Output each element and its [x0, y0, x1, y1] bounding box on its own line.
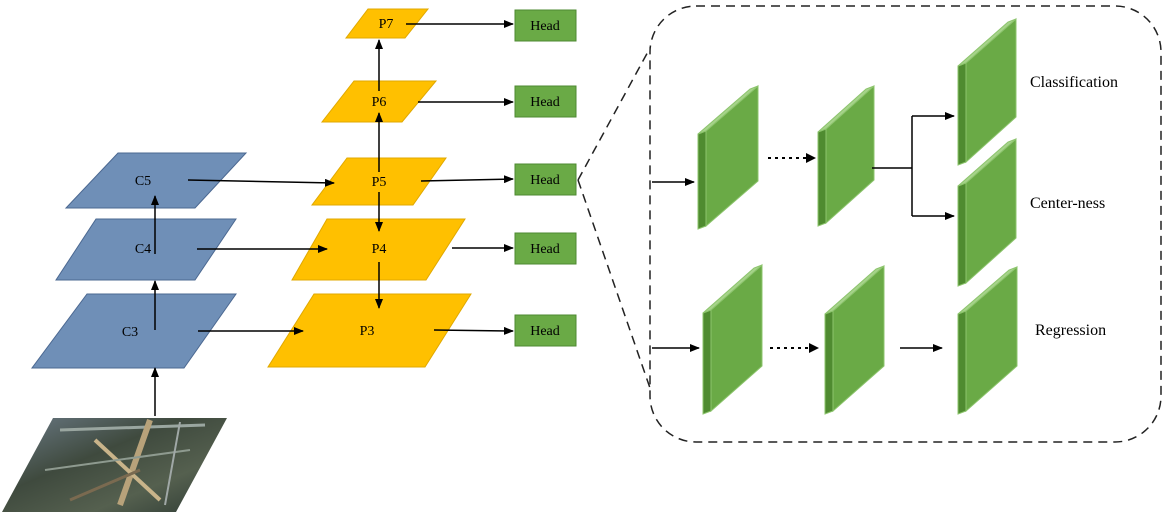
fpn-p3-label: P3	[360, 324, 375, 339]
reg-branch-block-1	[702, 263, 763, 415]
centerness-label: Center-ness	[1030, 195, 1105, 212]
head-arrows	[406, 20, 514, 335]
classification-label: Classification	[1030, 74, 1118, 91]
cls-branch-block-1	[697, 84, 759, 230]
head-p5: Head	[514, 163, 577, 196]
backbone-c4: C4	[55, 218, 237, 281]
backbone-c5-label: C5	[135, 174, 151, 189]
centerness-output-block	[957, 137, 1017, 287]
fpn-p7-label: P7	[379, 17, 394, 32]
head-p7: Head	[514, 9, 577, 42]
fpn-p6-label: P6	[372, 95, 387, 110]
backbone-c5: C5	[64, 152, 248, 209]
head-p4: Head	[514, 232, 577, 265]
input-image	[2, 418, 227, 512]
head-p6-label: Head	[530, 95, 560, 110]
fpn-p5-label: P5	[372, 175, 387, 190]
head-p6: Head	[514, 85, 577, 118]
head-detail-arrows	[652, 112, 955, 353]
head-detail-box	[649, 5, 1162, 443]
backbone-c3: C3	[31, 293, 237, 369]
regression-output-block	[957, 265, 1018, 415]
backbone-c4-label: C4	[135, 242, 151, 257]
fpn-p5: P5	[311, 157, 447, 206]
fpn-p3: P3	[267, 293, 472, 368]
fpn-p4: P4	[291, 218, 466, 281]
head-p3: Head	[514, 314, 577, 347]
head-p7-label: Head	[530, 19, 560, 34]
zoom-connector	[577, 47, 651, 389]
head-p4-label: Head	[530, 242, 560, 257]
fpn-p4-label: P4	[372, 242, 387, 257]
cls-branch-block-2	[817, 84, 875, 227]
lateral-arrows	[187, 178, 335, 335]
head-p3-label: Head	[530, 324, 560, 339]
fpn-p6: P6	[320, 80, 438, 123]
reg-branch-block-2	[824, 264, 885, 415]
classification-output-block	[957, 17, 1017, 166]
regression-label: Regression	[1035, 322, 1106, 339]
fpn-p7: P7	[344, 8, 430, 39]
head-p5-label: Head	[530, 173, 560, 188]
backbone-c3-label: C3	[122, 325, 138, 340]
